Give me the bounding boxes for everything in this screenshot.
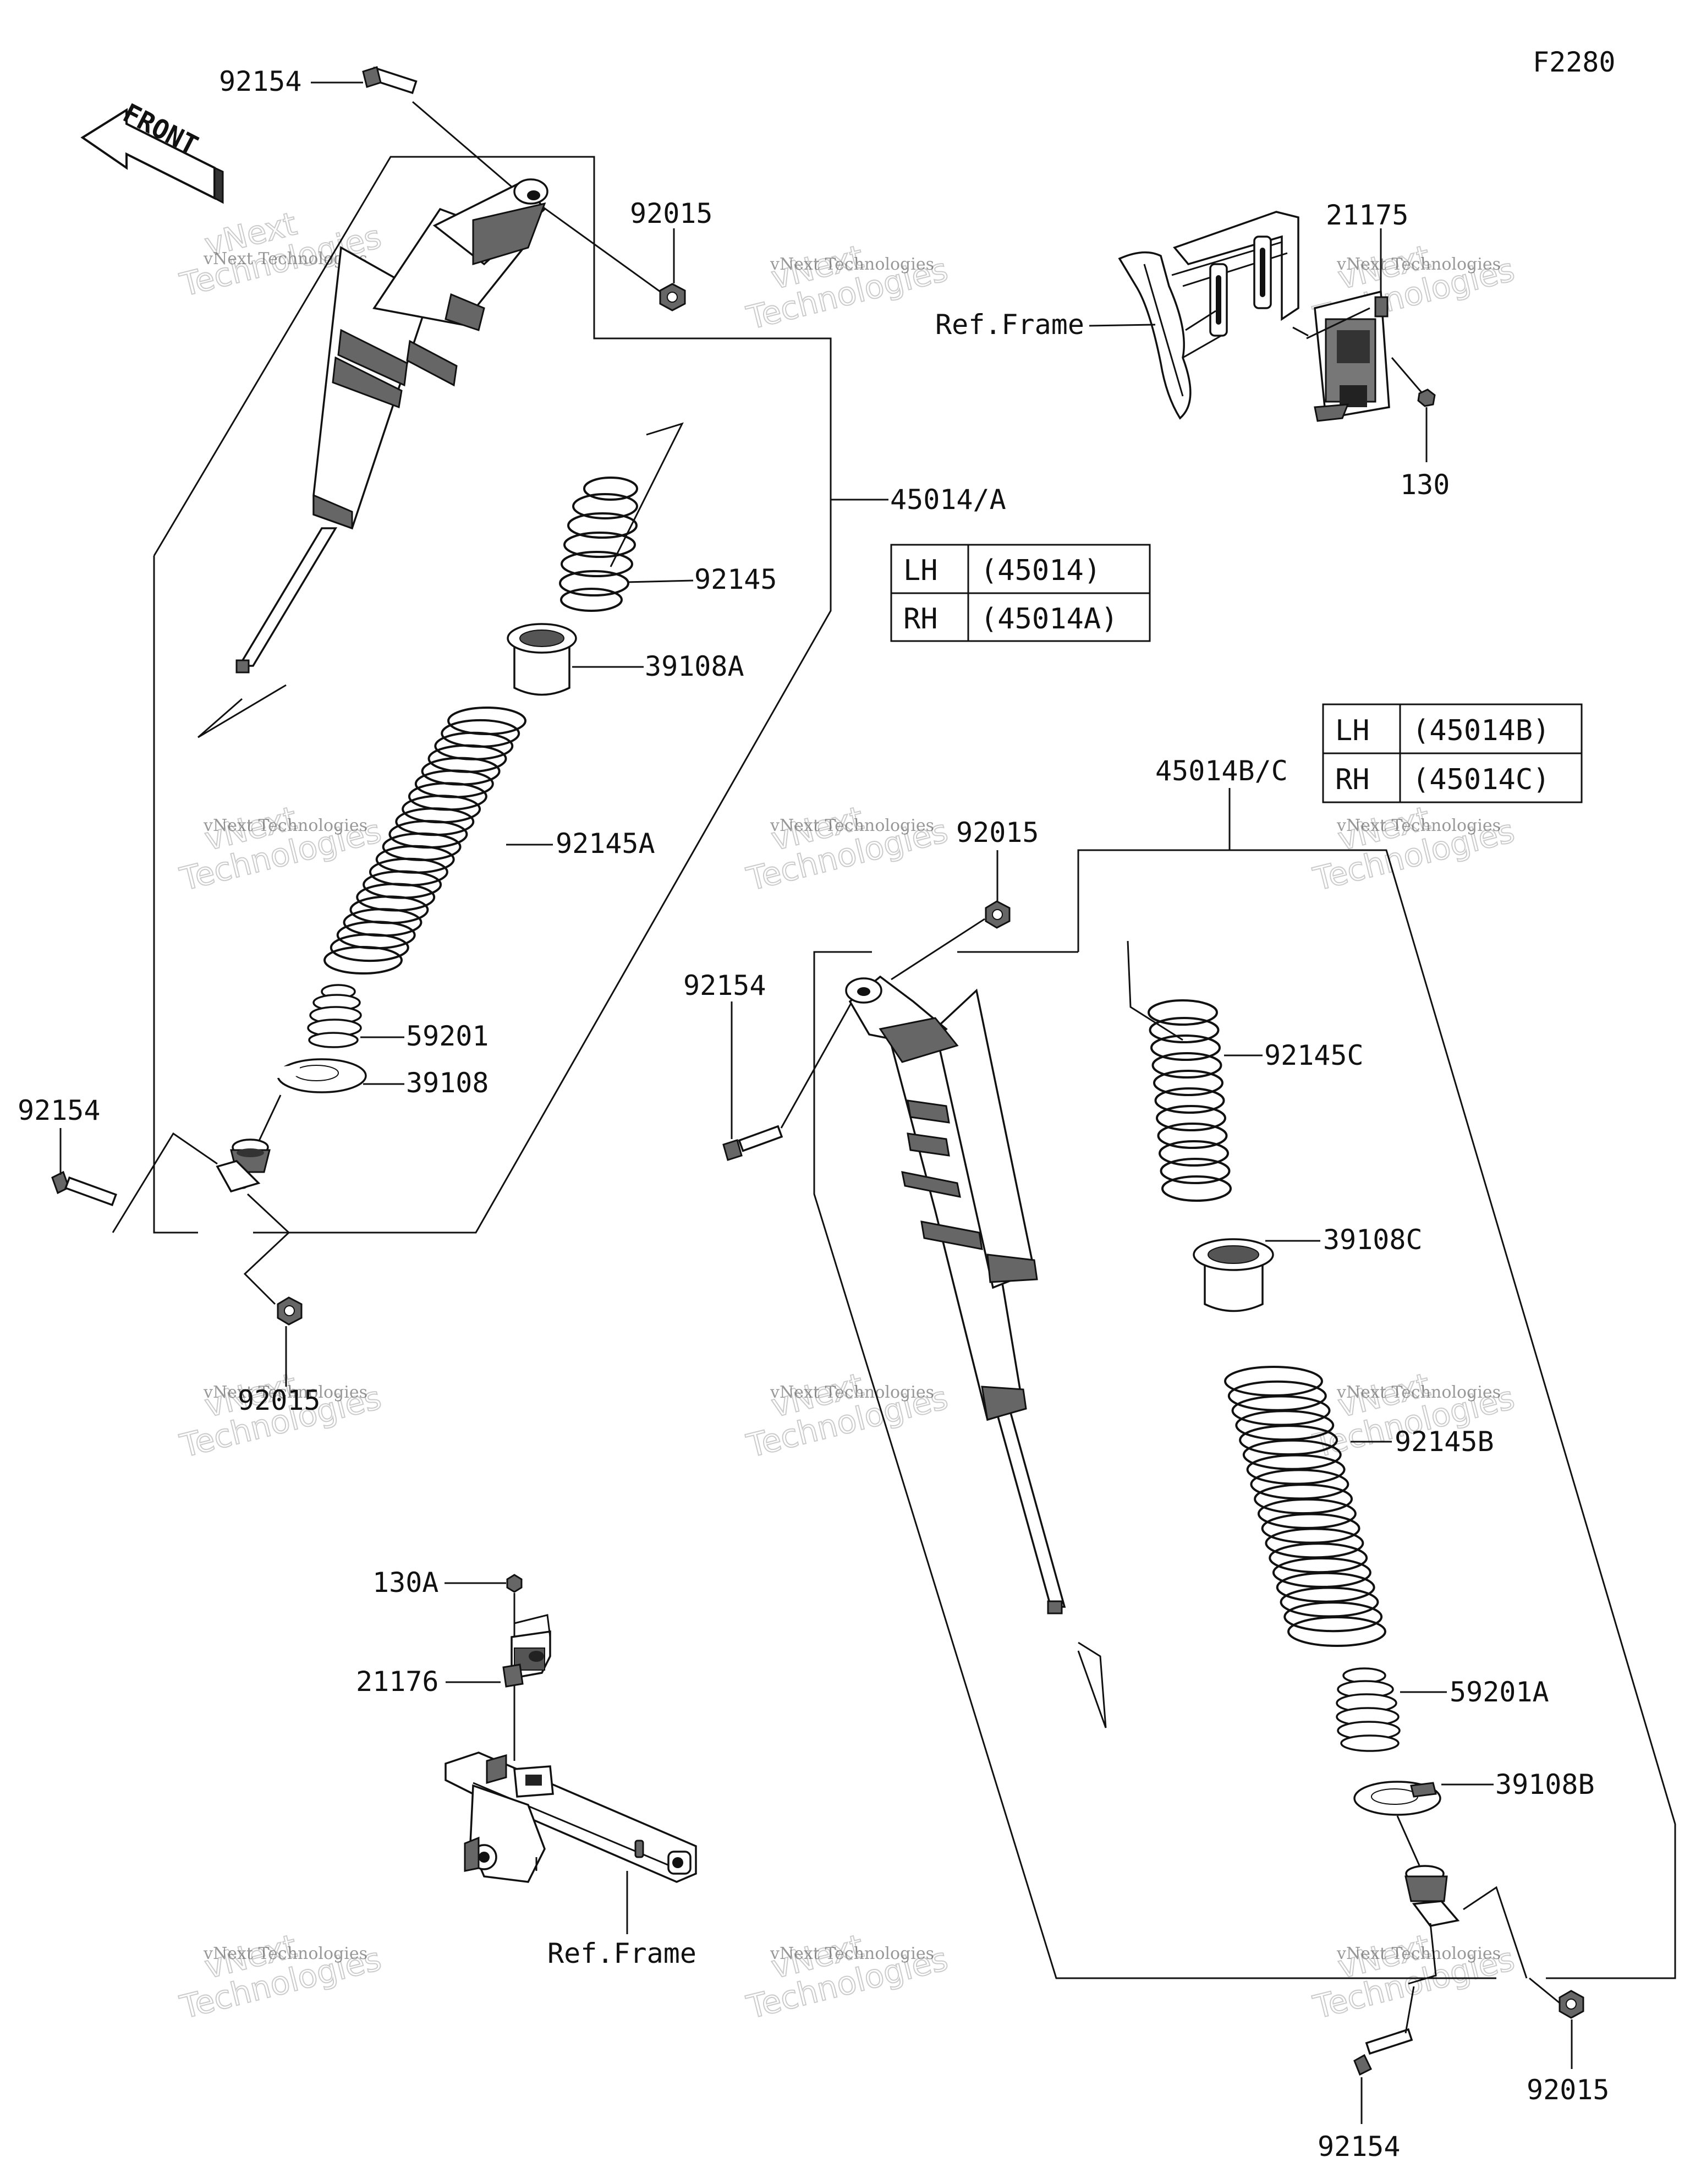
spring-coil xyxy=(1283,1601,1383,1633)
clevis-icon xyxy=(216,1094,282,1193)
lh-rh-table-left: LH (45014) RH (45014A) xyxy=(890,544,1151,642)
spring-coil xyxy=(330,933,409,962)
frame-bracket-top xyxy=(1118,211,1299,420)
table-cell-part: (45014) xyxy=(980,554,1101,587)
nut-icon xyxy=(659,283,686,311)
part-label-spring: 92145B xyxy=(1395,1426,1494,1458)
table-cell-side: RH xyxy=(903,603,938,636)
spring-coil xyxy=(1148,999,1218,1026)
spring-icon xyxy=(323,707,526,975)
lh-rh-table-right: LH (45014B) RH (45014C) xyxy=(1322,703,1583,803)
shock-absorber-right xyxy=(845,975,1066,1614)
part-label-bolt: 92154 xyxy=(1318,2131,1401,2163)
watermark-text: vNext Technologies xyxy=(1336,816,1501,835)
part-label-shock-absorber: 45014/A xyxy=(890,484,1006,516)
sensor-icon xyxy=(502,1630,551,1688)
part-label-spring-seat: 39108C xyxy=(1323,1224,1423,1256)
spring-icon xyxy=(1224,1366,1386,1647)
spring-coil xyxy=(1156,1105,1226,1131)
shock-absorber-left xyxy=(235,178,548,674)
spring-coil xyxy=(1150,1034,1221,1061)
spring-coil xyxy=(1149,1017,1220,1043)
part-label-screw: 130A xyxy=(372,1567,438,1599)
screw-icon xyxy=(506,1574,523,1593)
spring-coil xyxy=(1154,1087,1225,1114)
spring-coil xyxy=(323,946,403,975)
watermark-text: vNext Technologies xyxy=(203,1944,367,1963)
spring-coil xyxy=(1151,1052,1222,1079)
ref-frame-label: Ref.Frame xyxy=(935,309,1084,341)
part-label-bolt: 92154 xyxy=(18,1094,101,1126)
table-cell-part: (45014A) xyxy=(980,603,1118,636)
spring-coil xyxy=(1160,1158,1231,1184)
nut-icon xyxy=(985,900,1011,929)
part-label-spring-seat: 39108A xyxy=(645,650,744,682)
front-arrow-icon: FRONT xyxy=(80,98,224,204)
bump-stop-icon xyxy=(1336,1667,1401,1752)
clevis-icon xyxy=(1396,1815,1460,1927)
watermark-text: vNext Technologies xyxy=(770,816,934,835)
watermark-text: vNext Technologies xyxy=(203,816,367,835)
part-label-nut: 92015 xyxy=(630,198,713,229)
part-label-bump-stop: 59201 xyxy=(406,1020,489,1052)
bolt-icon xyxy=(1353,2028,1413,2076)
part-label-bolt: 92154 xyxy=(219,65,302,97)
watermark-text: vNext Technologies xyxy=(770,255,934,274)
spring-coil xyxy=(1159,1140,1229,1167)
assembly-outline-left xyxy=(153,556,198,1234)
watermark-text: vNext Technologies xyxy=(1336,1383,1501,1402)
watermark-text: vNext Technologies xyxy=(1336,1944,1501,1963)
spring-seat-icon xyxy=(1193,1238,1274,1312)
bolt-icon xyxy=(722,1125,783,1161)
spring-coil xyxy=(1157,1123,1228,1149)
part-label-spring: 92145C xyxy=(1264,1039,1364,1071)
sensor-icon xyxy=(1292,290,1390,422)
spring-coil xyxy=(1287,1616,1386,1647)
watermark-text: vNext Technologies xyxy=(770,1944,934,1963)
spring-coil xyxy=(1153,1070,1223,1096)
bolt-icon xyxy=(362,66,418,95)
part-label-spring: 92145A xyxy=(556,828,655,860)
table-cell-side: LH xyxy=(903,554,938,587)
part-label-sensor: 21176 xyxy=(356,1666,439,1698)
assembly-outline-right xyxy=(1077,849,1676,1979)
spring-seat-icon xyxy=(507,623,577,696)
part-label-shock-absorber: 45014B/C xyxy=(1155,755,1288,787)
part-label-nut: 92015 xyxy=(1527,2074,1610,2106)
bolt-icon xyxy=(51,1170,117,1207)
spring-coil xyxy=(1161,1175,1232,1202)
watermark-text: vNext Technologies xyxy=(770,1383,934,1402)
assembly-outline-right xyxy=(813,951,1496,1979)
frame-bracket-bottom xyxy=(445,1751,697,1883)
ref-frame-label: Ref.Frame xyxy=(547,1937,696,1969)
figure-code: F2280 xyxy=(1533,46,1616,78)
part-label-nut: 92015 xyxy=(956,817,1039,849)
part-label-spring: 92145 xyxy=(694,563,777,595)
part-label-bump-stop: 59201A xyxy=(1450,1676,1549,1708)
assembly-outline-left xyxy=(153,156,832,1234)
table-cell-part: (45014C) xyxy=(1412,763,1550,796)
spring-icon xyxy=(1148,999,1232,1202)
part-label-bolt: 92154 xyxy=(683,970,766,1001)
part-label-sensor: 21175 xyxy=(1326,199,1409,231)
part-label-nut: 92015 xyxy=(238,1384,321,1416)
part-label-retainer: 39108B xyxy=(1495,1769,1595,1800)
part-label-screw: 130 xyxy=(1400,469,1450,501)
table-cell-side: RH xyxy=(1335,763,1370,796)
bump-stop-icon xyxy=(307,984,362,1048)
part-label-retainer: 39108 xyxy=(406,1067,489,1099)
nut-icon xyxy=(277,1296,303,1326)
nut-icon xyxy=(1559,1990,1584,2019)
retainer-icon xyxy=(272,1058,367,1093)
screw-icon xyxy=(1417,388,1436,407)
table-cell-part: (45014B) xyxy=(1412,714,1550,747)
table-cell-side: LH xyxy=(1335,714,1370,747)
spring-icon xyxy=(559,477,638,612)
watermark-text: vNext Technologies xyxy=(1336,255,1501,274)
retainer-icon xyxy=(1353,1781,1441,1816)
